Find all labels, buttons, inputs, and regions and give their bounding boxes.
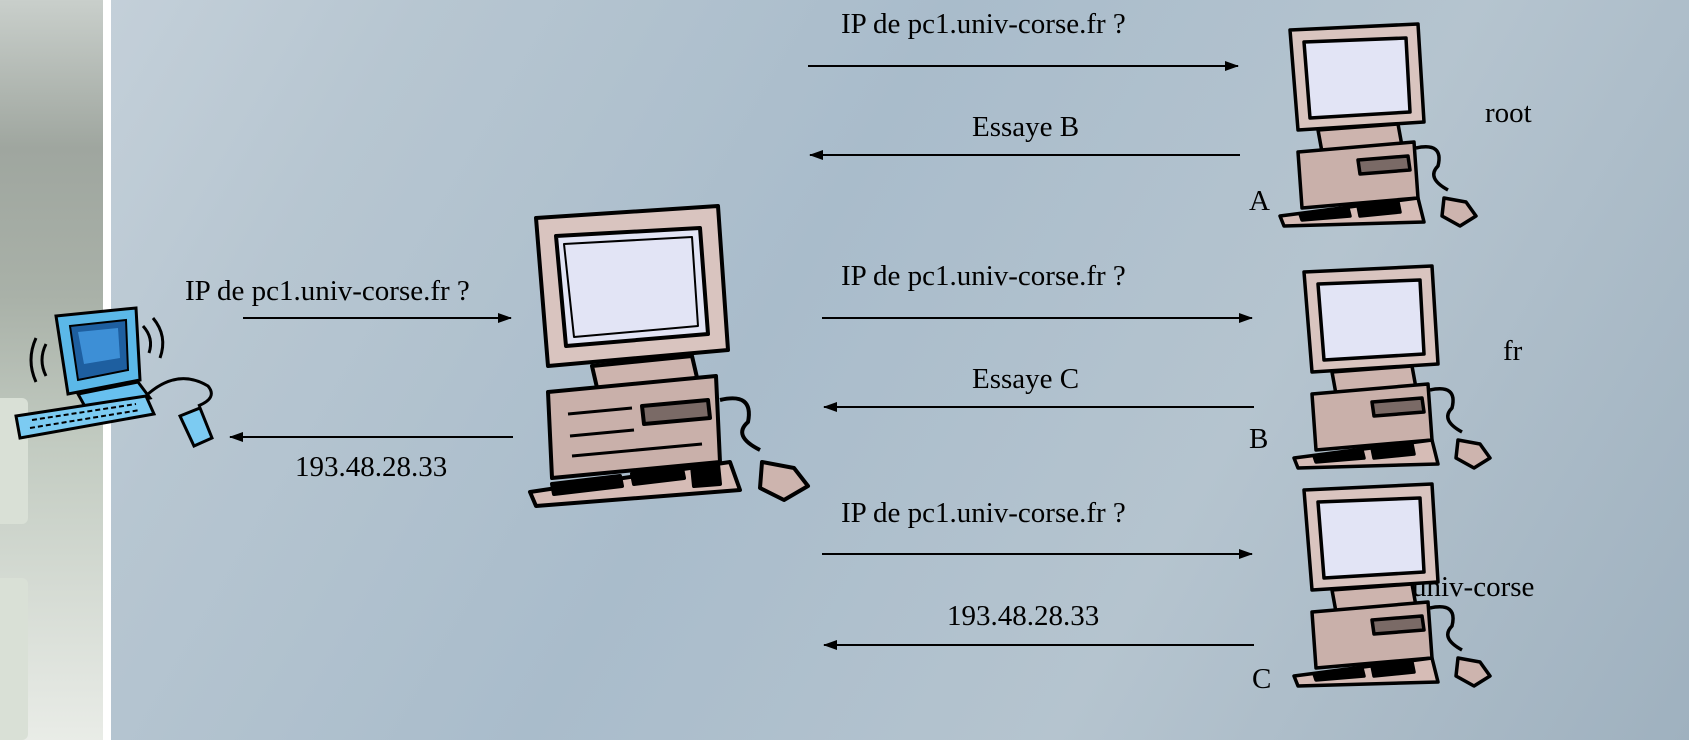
response-root-label: Essaye B bbox=[972, 111, 1080, 143]
server-b-zone: fr bbox=[1503, 335, 1523, 367]
server-b-computer-icon bbox=[1292, 264, 1492, 470]
response-univ-label: 193.48.28.33 bbox=[947, 600, 1100, 632]
local-dns-server-icon bbox=[528, 204, 810, 508]
strip-panel bbox=[0, 578, 28, 740]
response-fr-label: Essaye C bbox=[972, 363, 1080, 395]
client-computer-icon bbox=[14, 306, 214, 448]
server-a-computer-icon bbox=[1278, 22, 1478, 228]
query-root-label: IP de pc1.univ-corse.fr ? bbox=[841, 8, 1126, 40]
query-client-label: IP de pc1.univ-corse.fr ? bbox=[185, 275, 470, 307]
server-b-letter: B bbox=[1249, 423, 1269, 455]
response-client-label: 193.48.28.33 bbox=[295, 451, 448, 483]
server-a-zone: root bbox=[1485, 97, 1532, 129]
query-fr-label: IP de pc1.univ-corse.fr ? bbox=[841, 260, 1126, 292]
server-c-letter: C bbox=[1252, 663, 1272, 695]
server-a-letter: A bbox=[1249, 185, 1270, 217]
server-c-computer-icon bbox=[1292, 482, 1492, 688]
server-c-zone: univ-corse bbox=[1412, 571, 1535, 603]
query-univ-label: IP de pc1.univ-corse.fr ? bbox=[841, 497, 1126, 529]
